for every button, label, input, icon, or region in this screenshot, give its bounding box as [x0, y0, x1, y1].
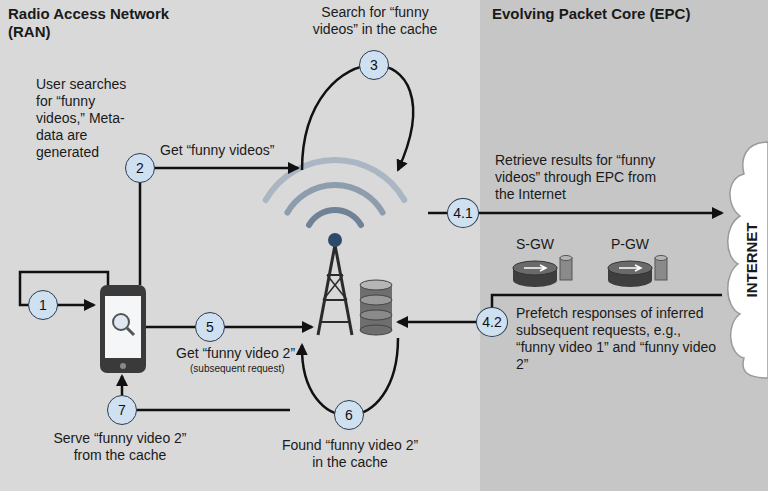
db-body [360, 285, 392, 330]
router-arrows [619, 265, 641, 271]
flow-arrow [122, 376, 290, 410]
router-arrows [524, 265, 546, 271]
callout-number: 5 [195, 312, 225, 342]
callout-number: 1 [39, 297, 47, 313]
magnifier [113, 314, 129, 330]
radio-waves [266, 160, 405, 225]
callout-number: 2 [136, 160, 144, 176]
annotation-text: Get “funny video 2” [176, 345, 316, 362]
annotation-text: Serve “funny video 2” from the cache [45, 430, 195, 464]
flow-arrow [398, 321, 476, 324]
callout-number: 5 [206, 319, 214, 335]
router-pgw [608, 256, 667, 288]
flow-arrow [140, 168, 298, 285]
phone [100, 285, 146, 373]
router-db [655, 258, 667, 280]
callout-number: 7 [107, 395, 137, 425]
db-disk [360, 280, 392, 290]
magnifier-handle [127, 328, 134, 335]
callout-number: 6 [345, 407, 353, 423]
router-db-top [655, 256, 667, 261]
epc-background [480, 0, 768, 491]
cache-database [360, 280, 392, 335]
flow-arrow [146, 326, 312, 329]
tower-bar [320, 321, 350, 323]
flow-line [428, 212, 447, 215]
db-disk [360, 310, 392, 320]
node-label: INTERNET [743, 223, 760, 298]
callout-number: 1 [28, 290, 58, 320]
db-disk [360, 325, 392, 335]
router-sgw [513, 256, 572, 288]
cloud-shape [728, 142, 768, 378]
annotation-text: Found “funny video 2” in the cache [275, 437, 425, 471]
node-label: P-GW [600, 236, 660, 252]
router-top [513, 261, 557, 275]
wave [309, 210, 361, 225]
annotation-text: Get “funny videos” [160, 142, 295, 159]
callout-number: 4.1 [453, 205, 472, 221]
node-label: S-GW [505, 236, 565, 252]
annotation-text: Search for “funny videos” in the cache [300, 4, 450, 38]
antenna-top [328, 233, 342, 247]
callout-number: 3 [370, 57, 378, 73]
tower-bar [327, 274, 343, 276]
callout-number: 6 [334, 400, 364, 430]
callout-number: 7 [118, 402, 126, 418]
flow-arrow [302, 65, 413, 170]
region-title: Radio Access Network (RAN) [8, 5, 198, 41]
tower-bar [323, 299, 347, 301]
cell-tower [318, 245, 352, 335]
callout-number: 4.1 [447, 198, 479, 228]
tower-bar [327, 275, 347, 300]
region-band: Evolving Packet Core (EPC) 4.2 S-GW P-GW [480, 0, 768, 491]
callout-number: 2 [125, 153, 155, 183]
annotation-text: Prefetch responses of inferred subsequen… [516, 305, 716, 373]
region-band: Radio Access Network (RAN) 1 2 3 4.1 5 6 7 [0, 0, 480, 491]
router-top [608, 261, 652, 275]
callout-number: 4.2 [482, 314, 501, 330]
phone-screen [105, 296, 141, 358]
wave [266, 160, 405, 200]
router-db-top [560, 256, 572, 261]
wave [287, 185, 382, 212]
region-title: Evolving Packet Core (EPC) [492, 5, 692, 23]
phone-body [100, 285, 146, 373]
callout-number: 4.2 [476, 307, 508, 337]
connector [479, 212, 722, 215]
router-db [560, 258, 572, 280]
gateway-router: S-GW [505, 236, 565, 291]
gateway-router: P-GW [600, 236, 660, 291]
annotation-text: (subsequent request) [190, 363, 310, 375]
annotation-text: Retrieve results for “funny videos” thro… [495, 152, 665, 203]
internet-cloud: INTERNET [722, 140, 768, 380]
tower-bar [323, 275, 343, 300]
flow-arrows [20, 65, 476, 415]
ran-background [0, 0, 480, 491]
annotation-text: User searches for “funny videos,” Meta-d… [36, 76, 136, 161]
home-button [120, 363, 126, 369]
callout-number: 3 [359, 50, 389, 80]
db-disk [360, 295, 392, 305]
